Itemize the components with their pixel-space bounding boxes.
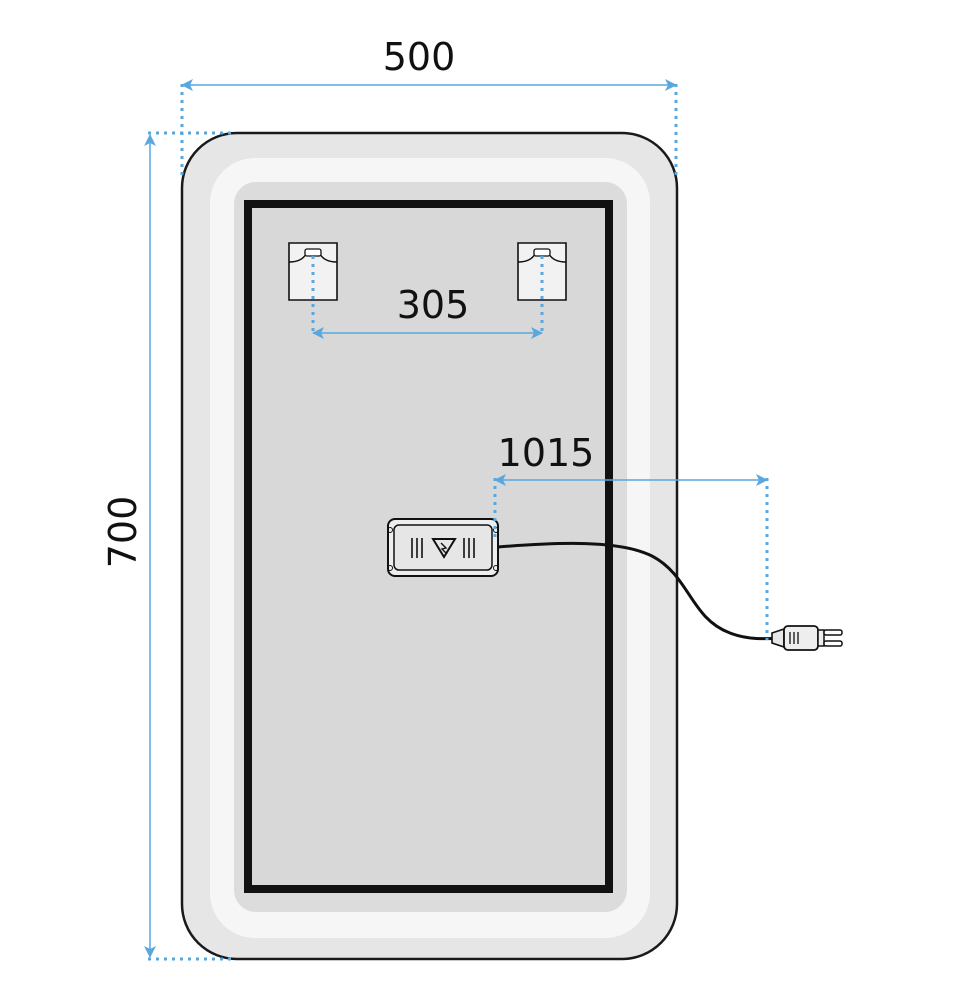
cable-length-label: 1015	[498, 431, 595, 475]
power-plug-icon	[771, 625, 843, 651]
hanging-hook-left-icon	[288, 242, 338, 301]
power-cable	[497, 541, 786, 641]
hook-spacing-dimension: 305	[311, 256, 544, 339]
power-supply-icon	[387, 518, 499, 577]
cable-length-dimension: 1015	[493, 431, 769, 640]
width-dimension: 500	[180, 35, 678, 178]
hanging-hook-right-icon	[517, 242, 567, 301]
height-label: 700	[101, 496, 145, 569]
height-dimension: 700	[101, 131, 232, 961]
width-label: 500	[383, 35, 456, 79]
hook-spacing-label: 305	[397, 283, 470, 327]
